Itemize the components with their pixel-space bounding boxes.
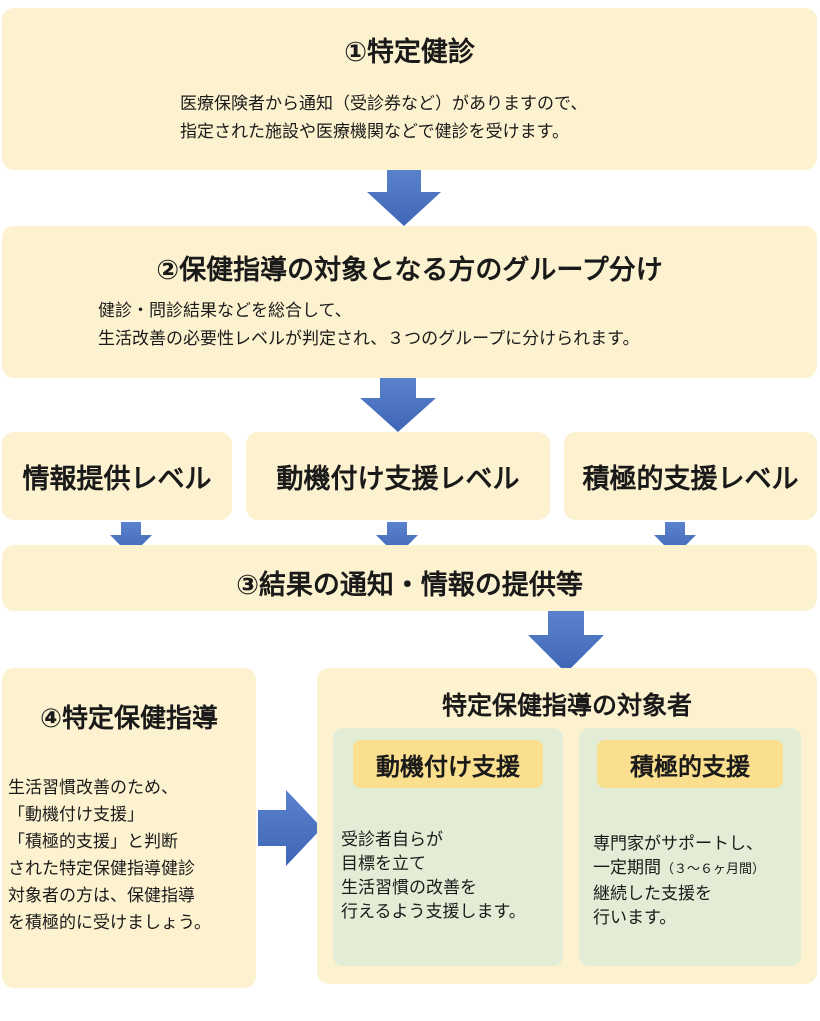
down-arrow-3 — [528, 611, 604, 673]
small-arrow-1 — [110, 522, 152, 556]
step4-line-2: 「動機付け支援」 — [8, 805, 144, 825]
step1-line-2: 指定された施設や医療機関などで健診を受けます。 — [180, 122, 569, 142]
step3-title: ③結果の通知・情報の提供等 — [236, 570, 583, 601]
active-line-4: 行います。 — [593, 908, 677, 928]
active-line-3: 継続した支援を — [593, 884, 712, 904]
level-active: 積極的支援レベル — [564, 432, 817, 520]
step3-box: ③結果の通知・情報の提供等 — [2, 545, 817, 611]
down-arrow-1 — [367, 170, 441, 226]
step2-title: ②保健指導の対象となる方のグループ分け — [156, 255, 663, 286]
step4-box: ④特定保健指導 生活習慣改善のため、 「動機付け支援」 「積極的支援」と判断 さ… — [2, 668, 256, 988]
level-motivation: 動機付け支援レベル — [246, 432, 550, 520]
step4-line-3: 「積極的支援」と判断 — [8, 832, 178, 852]
step1-text: 医療保険者から通知（受診券など）がありますので、 指定された施設や医療機関などで… — [180, 90, 587, 146]
motivation-panel: 動機付け支援 受診者自らが 目標を立て 生活習慣の改善を 行えるよう支援します。 — [333, 728, 563, 966]
step2-text: 健診・問診結果などを総合して、 生活改善の必要性レベルが判定され、３つのグループ… — [98, 297, 639, 353]
step2-line-2: 生活改善の必要性レベルが判定され、３つのグループに分けられます。 — [98, 329, 640, 349]
step4-line-4: された特定保健指導健診 — [8, 859, 195, 879]
active-panel: 積極的支援 専門家がサポートし、 一定期間（３～６ヶ月間） 継続した支援を 行い… — [579, 728, 801, 966]
active-line-2-main: 一定期間 — [593, 858, 661, 878]
motivation-label: 動機付け支援 — [353, 740, 543, 788]
right-arrow — [258, 790, 322, 866]
step2-box: ②保健指導の対象となる方のグループ分け 健診・問診結果などを総合して、 生活改善… — [2, 226, 817, 378]
step4-title: ④特定保健指導 — [39, 704, 218, 734]
step4-line-5: 対象者の方は、保健指導 — [8, 886, 195, 906]
step1-line-1: 医療保険者から通知（受診券など）がありますので、 — [180, 94, 588, 114]
motivation-line-2: 目標を立て — [341, 854, 426, 874]
down-arrow-2 — [360, 378, 436, 432]
small-arrow-3 — [654, 522, 696, 556]
target-box: 特定保健指導の対象者 動機付け支援 受診者自らが 目標を立て 生活習慣の改善を … — [317, 668, 817, 984]
step1-title: ①特定健診 — [344, 37, 475, 68]
step1-box: ①特定健診 医療保険者から通知（受診券など）がありますので、 指定された施設や医… — [2, 8, 817, 170]
active-text: 専門家がサポートし、 一定期間（３～６ヶ月間） 継続した支援を 行います。 — [593, 832, 765, 930]
step4-line-1: 生活習慣改善のため、 — [8, 778, 178, 798]
target-title: 特定保健指導の対象者 — [441, 691, 692, 720]
level-info: 情報提供レベル — [2, 432, 232, 520]
step4-text: 生活習慣改善のため、 「動機付け支援」 「積極的支援」と判断 された特定保健指導… — [8, 775, 211, 937]
motivation-text: 受診者自らが 目標を立て 生活習慣の改善を 行えるよう支援します。 — [341, 828, 526, 924]
active-line-2-small: （３～６ヶ月間） — [661, 862, 766, 877]
motivation-line-1: 受診者自らが — [341, 830, 443, 850]
active-line-1: 専門家がサポートし、 — [593, 834, 763, 854]
motivation-line-4: 行えるよう支援します。 — [341, 902, 526, 922]
active-line-2: 一定期間（３～６ヶ月間） — [593, 856, 765, 882]
motivation-line-3: 生活習慣の改善を — [341, 878, 477, 898]
step4-line-6: を積極的に受けましょう。 — [8, 913, 211, 933]
active-label: 積極的支援 — [597, 740, 783, 788]
small-arrow-2 — [376, 522, 418, 556]
step2-line-1: 健診・問診結果などを総合して、 — [98, 301, 352, 321]
